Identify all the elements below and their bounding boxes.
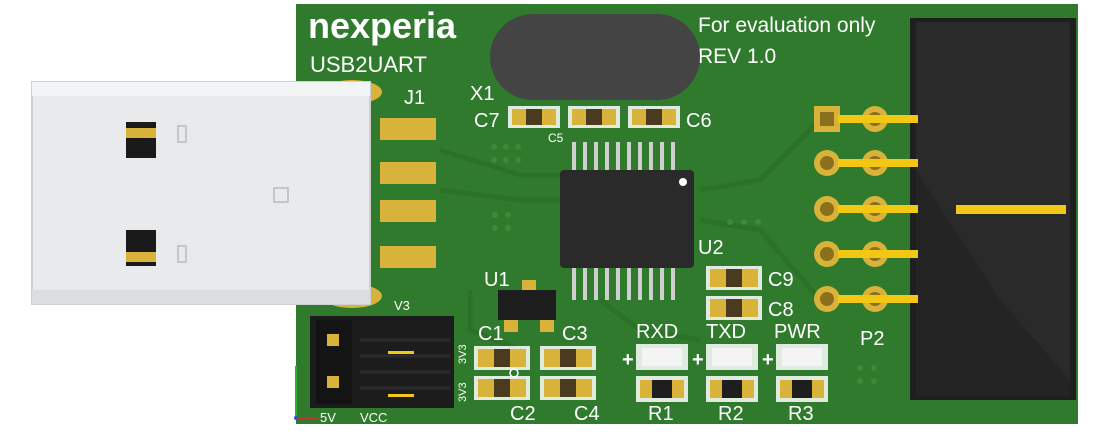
label-c8: C8 — [768, 299, 794, 321]
label-c1: C1 — [478, 323, 504, 345]
capacitor-row-top — [508, 106, 680, 128]
label-c7: C7 — [474, 110, 500, 132]
crystal-x1 — [490, 14, 700, 100]
label-r1: R1 — [648, 403, 674, 425]
label-j1: J1 — [404, 87, 425, 109]
led-row — [636, 344, 828, 370]
pcb-traces — [439, 118, 822, 353]
label-v3: V3 — [394, 298, 410, 313]
label-c5: C5 — [548, 131, 564, 145]
ic-u2-chip — [560, 170, 694, 268]
u1-pad-right — [540, 318, 554, 332]
jumper-mark-top — [388, 351, 414, 354]
capacitor-c1-c4 — [474, 346, 596, 400]
resistor-row — [636, 376, 828, 402]
p2-header-shade — [916, 170, 1070, 396]
label-x1: X1 — [470, 83, 494, 105]
u1-pad-left — [504, 318, 518, 332]
p2-pins — [814, 106, 918, 312]
pcb-vias — [491, 144, 877, 384]
brand-logo: nexperia — [308, 5, 457, 46]
evaluation-notice: For evaluation only — [698, 14, 876, 37]
ic-pins-top — [572, 142, 675, 172]
jumper-pin-a — [327, 334, 339, 346]
label-vcc: VCC — [360, 410, 387, 425]
u1-chip — [498, 290, 556, 320]
capacitor-c9-c8 — [706, 266, 762, 320]
jumper-grooves — [360, 338, 450, 390]
ic-pin1-marker — [679, 178, 687, 186]
u1-pad-top — [522, 280, 536, 292]
label-c9: C9 — [768, 269, 794, 291]
label-plus-pwr: + — [762, 349, 774, 371]
label-u2: U2 — [698, 237, 724, 259]
label-pwr: PWR — [774, 321, 821, 343]
jumper-mark-bottom — [388, 394, 414, 397]
label-3v3-b: 3V3 — [457, 382, 469, 402]
label-plus-rxd: + — [622, 349, 634, 371]
label-c3: C3 — [562, 323, 588, 345]
label-5v: 5V — [320, 410, 336, 425]
label-plus-txd: + — [692, 349, 704, 371]
p2-pin-center — [956, 205, 1066, 214]
revision-label: REV 1.0 — [698, 45, 776, 68]
product-name: USB2UART — [310, 52, 427, 77]
jumper-pin-b — [327, 376, 339, 388]
label-p2: P2 — [860, 328, 884, 350]
usb-a-plug — [31, 81, 371, 305]
ic-pins-bottom — [572, 266, 675, 300]
label-u1: U1 — [484, 269, 510, 291]
label-r3: R3 — [788, 403, 814, 425]
label-c2: C2 — [510, 403, 536, 425]
jumper-cap — [316, 320, 352, 404]
label-txd: TXD — [706, 321, 746, 343]
label-rxd: RXD — [636, 321, 678, 343]
label-r2: R2 — [718, 403, 744, 425]
label-3v3-a: 3V3 — [457, 344, 469, 364]
label-c4: C4 — [574, 403, 600, 425]
axis-gizmo — [294, 366, 318, 420]
label-c6: C6 — [686, 110, 712, 132]
